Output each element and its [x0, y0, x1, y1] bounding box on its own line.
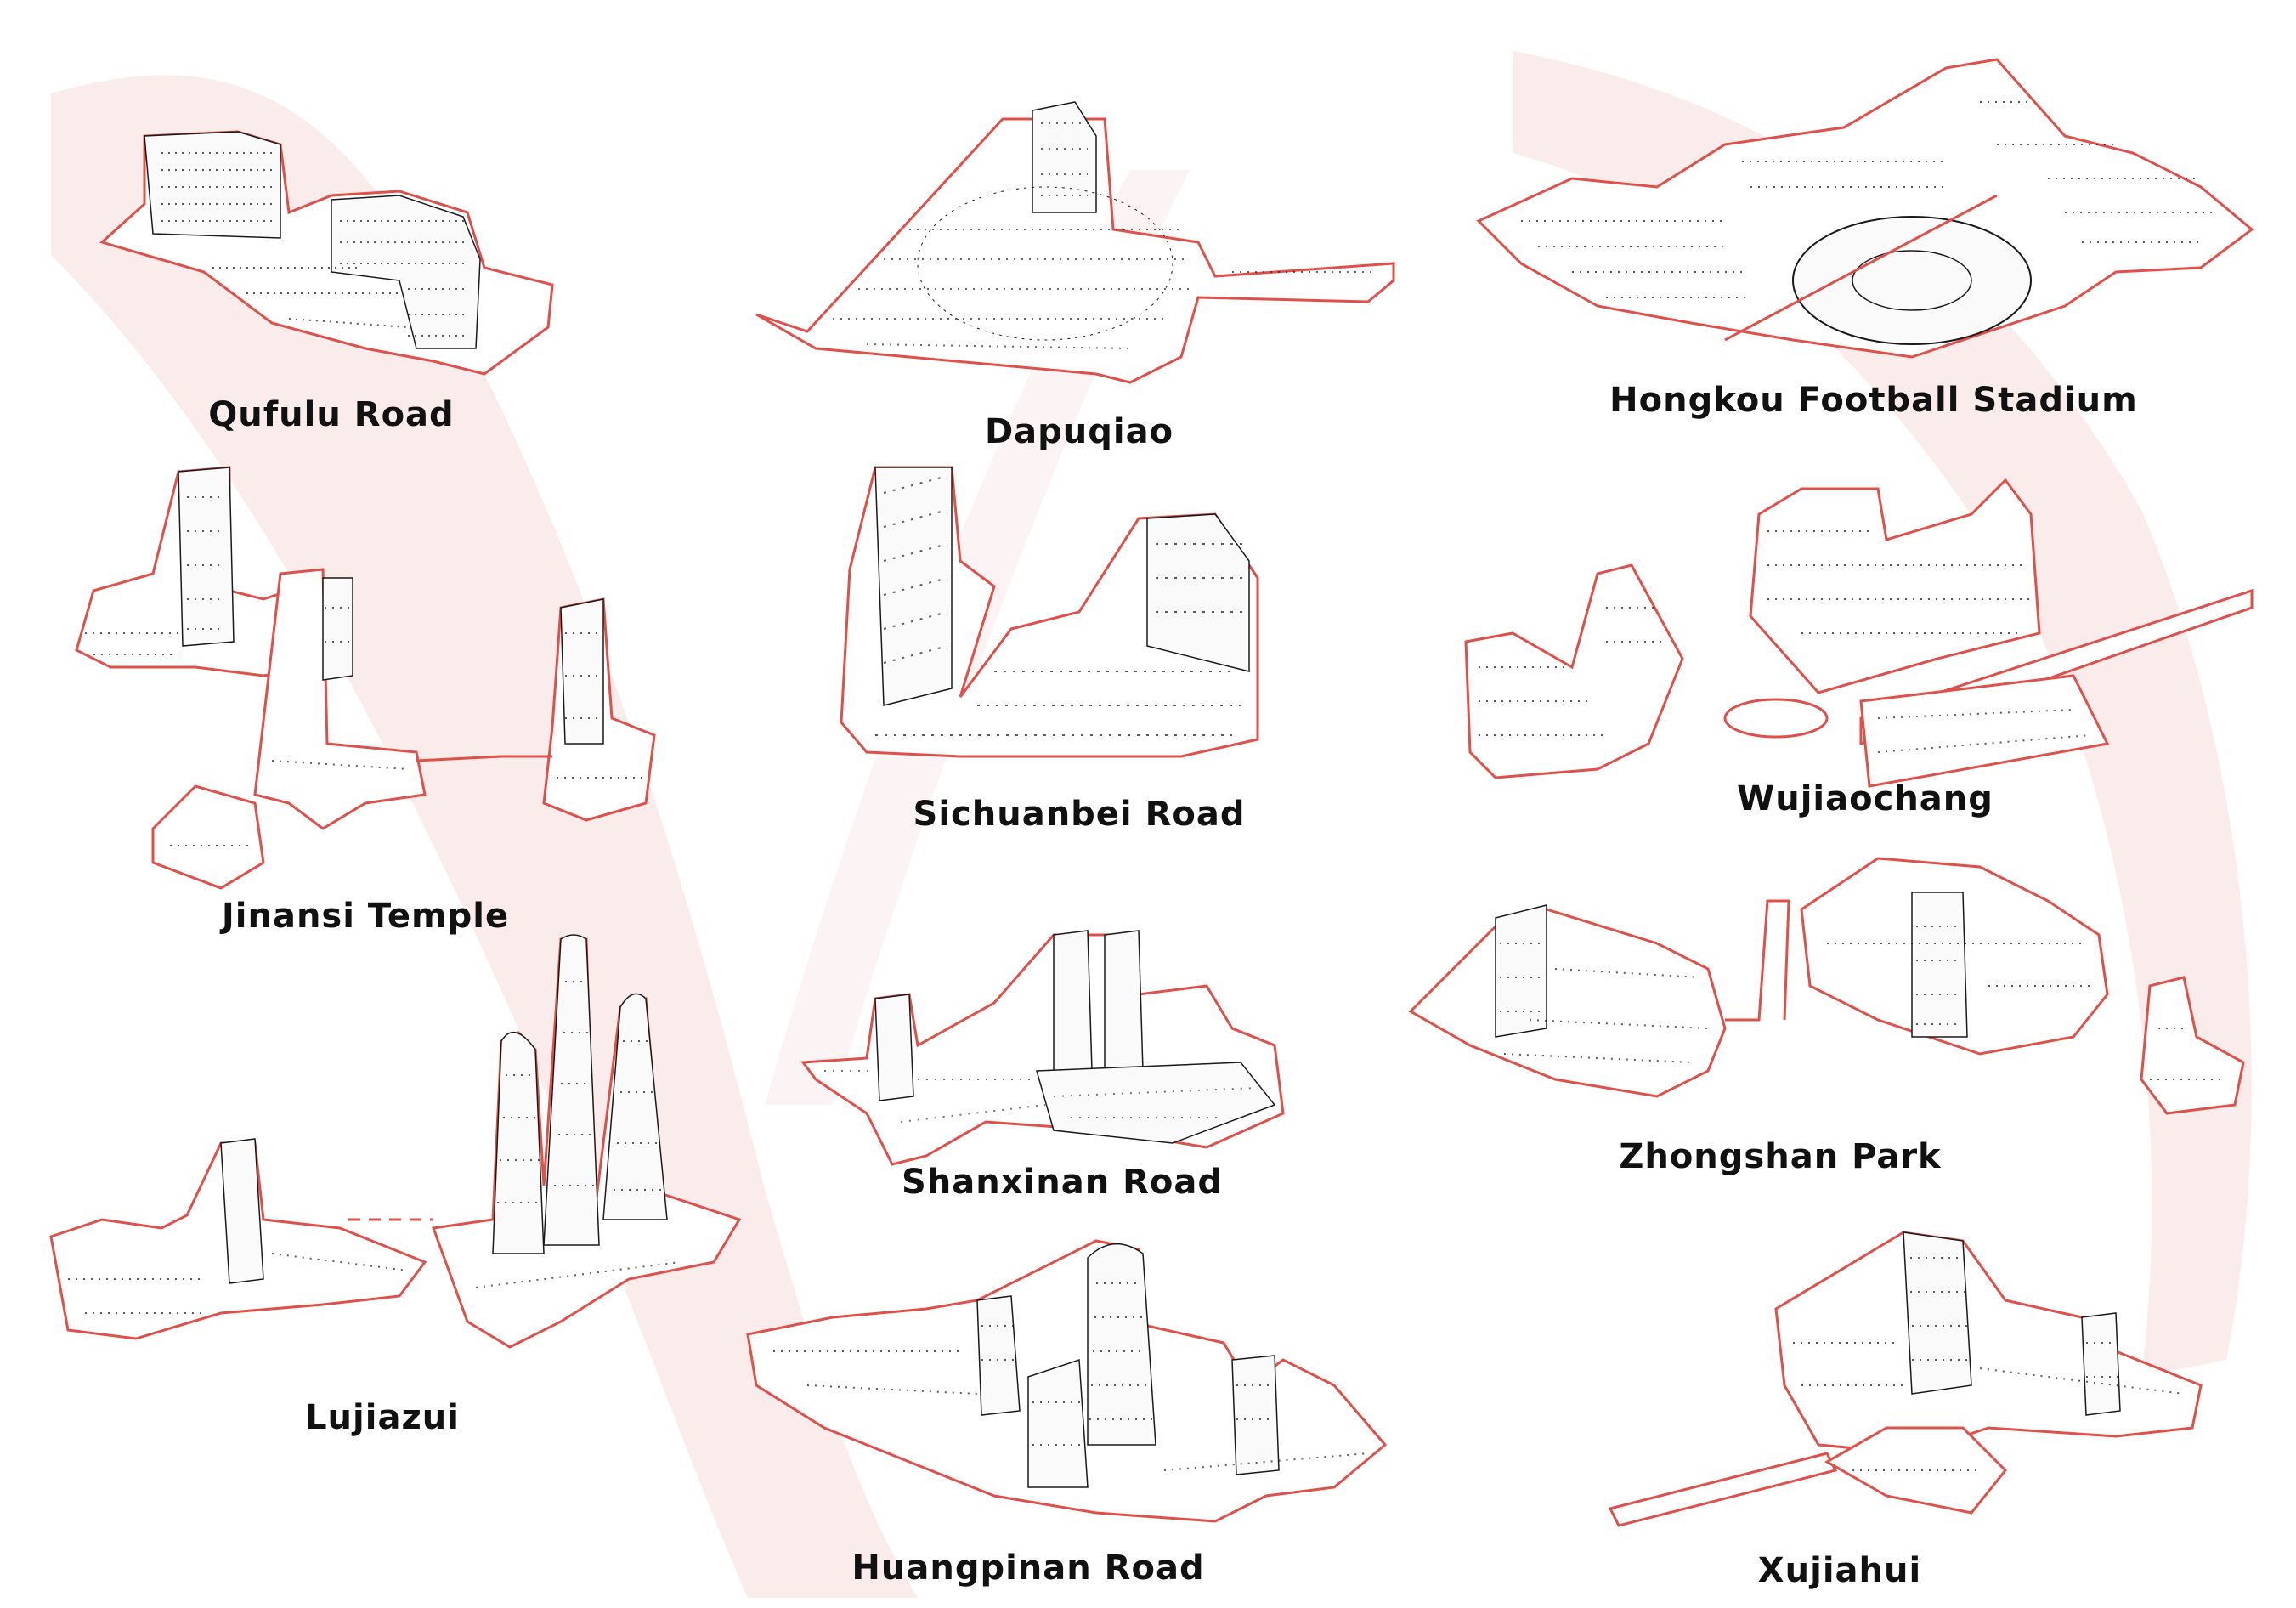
qufulu-road-hatching [161, 152, 467, 337]
station-qufulu-road: Qufulu Road [76, 119, 586, 450]
station-wujiaochang: Wujiaochang [1462, 463, 2269, 837]
jinansi-hatching [85, 496, 642, 846]
sichuanbei-hatching [875, 475, 1245, 736]
qufulu-road-model [99, 130, 554, 376]
hongkou-football-stadium-model [1476, 58, 2254, 359]
xujiahui-tower-main [1903, 1231, 1972, 1395]
qufulu-road-block-a [144, 131, 281, 239]
hongkou-stadium-field [1852, 250, 1972, 311]
wujiaochang-model [1464, 478, 2254, 788]
station-label-shanxinan-road: Shanxinan Road [901, 1163, 1224, 1202]
jinansi-tower-3 [560, 598, 604, 745]
sichuanbei-road-model [840, 466, 1259, 758]
qufulu-road-block-b [331, 195, 481, 349]
station-label-huangpinan-road: Huangpinan Road [851, 1549, 1205, 1588]
station-sichuanbei-road: Sichuanbei Road [824, 459, 1334, 850]
wujiaochang-left-block [1464, 563, 1684, 779]
huangpinan-block-mid [1027, 1358, 1089, 1488]
station-huangpinan-road: Huangpinan Road [739, 1232, 1436, 1598]
station-label-lujiazui: Lujiazui [305, 1398, 460, 1437]
station-lujiazui: Lujiazui [34, 934, 756, 1449]
station-label-xujiahui: Xujiahui [1757, 1551, 1922, 1590]
station-label-wujiaochang: Wujiaochang [1737, 779, 1993, 818]
dapuqiao-plaza [917, 186, 1173, 341]
station-label-jinansi-temple: Jinansi Temple [221, 897, 510, 936]
xujiahui-branch [1824, 1426, 2008, 1515]
dapuqiao-tower [1032, 101, 1097, 213]
station-label-qufulu-road: Qufulu Road [208, 395, 455, 434]
lujiazui-model [49, 934, 742, 1349]
station-hongkou-football-stadium: Hongkou Football Stadium [1470, 51, 2277, 442]
huangpinan-tower-right [1231, 1355, 1280, 1475]
lujiazui-tower-a [492, 1031, 545, 1254]
lujiazui-tower-b [543, 934, 600, 1246]
xujiahui-tunnel [1608, 1452, 1838, 1527]
xujiahui-tower-right [2081, 1312, 2121, 1416]
hongkou-rail-line [1724, 194, 1998, 342]
station-xujiahui: Xujiahui [1606, 1215, 2277, 1598]
shanxinan-outline [800, 933, 1285, 1166]
wujiaochang-lower-block [1859, 674, 2110, 788]
zhongshan-hatching [1500, 926, 2226, 1080]
zhongshan-right-outline [2140, 976, 2245, 1115]
shanxinan-road-model [800, 930, 1285, 1166]
lujiazui-left-tower [220, 1138, 264, 1284]
zhongshan-left-outline [1408, 908, 1727, 1098]
shanxinan-hatching [824, 1070, 1258, 1123]
station-dapuqiao: Dapuqiao [739, 101, 1419, 467]
huangpinan-tower-left [976, 1295, 1021, 1416]
wujiaochang-roundabout [1723, 698, 1829, 739]
station-zhongshan-park: Zhongshan Park [1402, 841, 2277, 1215]
jinansi-tower-2 [322, 577, 353, 681]
jinansi-connector [416, 755, 552, 762]
station-label-sichuanbei-road: Sichuanbei Road [913, 795, 1246, 834]
hongkou-outline [1476, 58, 2254, 359]
shanxinan-tower-left [1053, 930, 1093, 1076]
sichuanbei-tower-right [1146, 513, 1250, 672]
lujiazui-tower-c [602, 993, 668, 1220]
huangpinan-tall-tower [1087, 1243, 1156, 1446]
zhongshan-park-model [1408, 857, 2245, 1115]
wujiaochang-right-block [1749, 478, 2041, 694]
xujiahui-hatching [1793, 1257, 2185, 1471]
station-label-dapuqiao: Dapuqiao [984, 412, 1174, 451]
zhongshan-left-block [1495, 904, 1547, 1038]
dapuqiao-model [755, 101, 1395, 384]
station-jinansi-temple: Jinansi Temple [59, 463, 671, 948]
hongkou-hatching [1521, 101, 2218, 298]
wujiaochang-hatching [1479, 530, 2091, 753]
huangpinan-road-model [746, 1239, 1388, 1523]
xujiahui-model [1608, 1231, 2203, 1527]
station-label-zhongshan-park: Zhongshan Park [1619, 1137, 1942, 1176]
lujiazui-hatching [68, 981, 681, 1314]
station-shanxinan-road: Shanxinan Road [799, 901, 1326, 1224]
dapuqiao-hatching [833, 122, 1377, 349]
jinansi-temple-model [75, 466, 656, 890]
shanxinan-podium [1036, 1062, 1276, 1144]
zhongshan-corridor [1725, 899, 1790, 1022]
zhongshan-center-tower [1911, 892, 1968, 1038]
huangpinan-hatching [773, 1282, 1369, 1471]
shanxinan-tower-right [1104, 930, 1144, 1076]
station-label-hongkou-football-stadium: Hongkou Football Stadium [1609, 381, 2138, 420]
shanxinan-small-tower [874, 994, 914, 1101]
sichuanbei-tower-left [874, 467, 953, 706]
jinansi-tower-1 [178, 467, 235, 647]
hongkou-stadium-bowl [1792, 216, 2032, 345]
jinansi-outline-low [151, 784, 265, 890]
